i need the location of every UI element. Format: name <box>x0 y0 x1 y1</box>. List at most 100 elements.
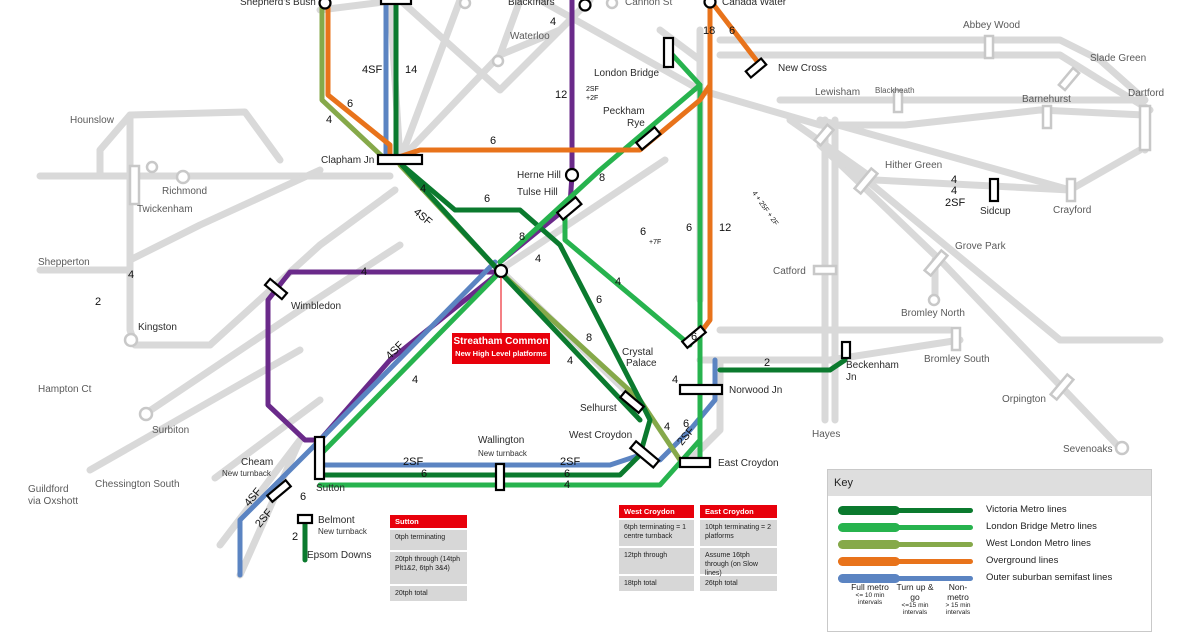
station-marker[interactable] <box>1041 104 1053 130</box>
station-marker[interactable] <box>852 166 880 196</box>
key-label: Victoria Metro lines <box>986 504 1067 515</box>
station-marker[interactable] <box>175 169 191 185</box>
station-marker[interactable] <box>618 389 646 415</box>
station-marker[interactable] <box>1114 440 1130 456</box>
key-item-outer-suburban: Outer suburban semifast lines <box>828 572 1148 590</box>
station-label: Selhurst <box>580 403 617 414</box>
station-marker[interactable] <box>491 54 505 68</box>
station-marker[interactable] <box>812 264 838 276</box>
station-marker[interactable] <box>680 324 708 350</box>
info-box-header: East Croydon <box>700 505 777 518</box>
station-marker[interactable] <box>1138 104 1152 152</box>
station-label: Tulse Hill <box>517 187 558 198</box>
station-marker[interactable] <box>950 326 962 352</box>
key-column-sub: <=15 min intervals <box>901 602 929 616</box>
station-marker[interactable] <box>678 456 712 469</box>
station-marker[interactable] <box>927 293 941 307</box>
station-marker[interactable] <box>840 340 852 360</box>
station-marker[interactable] <box>494 462 506 492</box>
london-bridge-metro-line <box>317 47 703 488</box>
station-marker[interactable] <box>578 0 592 12</box>
info-box-row: 12tph through <box>619 548 694 574</box>
station-marker[interactable] <box>703 0 717 9</box>
key-swatch <box>838 574 973 583</box>
frequency-label: 6 <box>564 468 570 480</box>
key-swatch <box>838 557 973 566</box>
station-label: Hayes <box>812 429 840 440</box>
frequency-label: 4 <box>535 253 541 265</box>
frequency-label: 2 <box>95 296 101 308</box>
station-label: Sevenoaks <box>1063 444 1112 455</box>
station-marker[interactable] <box>988 177 1000 203</box>
station-marker[interactable] <box>744 56 768 80</box>
station-marker[interactable] <box>662 36 675 69</box>
station-marker[interactable] <box>1065 177 1077 203</box>
turnback-note: New turnback <box>222 469 272 478</box>
key-column-title: Full metro <box>851 582 889 592</box>
station-marker[interactable] <box>313 435 326 481</box>
frequency-label: 4 <box>664 421 670 433</box>
station-label: Bromley North <box>901 308 965 319</box>
key-column-full-metro: Full metro <= 10 min intervals <box>850 582 890 606</box>
info-box-header: Sutton <box>390 515 467 528</box>
station-marker[interactable] <box>1048 372 1076 402</box>
station-marker[interactable] <box>263 277 289 301</box>
station-label-beckenham: Beckenham <box>846 360 899 371</box>
station-marker[interactable] <box>376 153 424 166</box>
frequency-label: 4 <box>951 174 957 186</box>
station-marker[interactable] <box>812 123 836 147</box>
station-marker[interactable] <box>145 160 159 174</box>
frequency-label: 4 + 25F + 2F <box>750 190 779 227</box>
station-label: Bromley South <box>924 354 990 365</box>
key-title: Key <box>828 470 1151 496</box>
station-label: Lewisham <box>815 87 860 98</box>
station-marker[interactable] <box>458 0 472 10</box>
station-marker[interactable] <box>628 439 661 470</box>
key-column-non-metro: Non-metro > 15 min intervals <box>938 582 978 616</box>
station-marker[interactable] <box>379 0 413 6</box>
station-label: Shepperton <box>38 257 90 268</box>
frequency-label-7f: +7F <box>649 239 661 246</box>
station-marker[interactable] <box>892 88 904 114</box>
key-label: Outer suburban semifast lines <box>986 572 1113 583</box>
station-marker[interactable] <box>265 478 293 504</box>
station-marker[interactable] <box>138 406 154 422</box>
station-marker[interactable] <box>318 0 332 10</box>
station-label: Chessington South <box>95 479 180 490</box>
station-marker[interactable] <box>564 167 580 183</box>
station-marker[interactable] <box>493 263 509 279</box>
station-label-crystal: Crystal <box>622 347 653 358</box>
station-marker[interactable] <box>1057 66 1081 92</box>
key-item-victoria: Victoria Metro lines <box>828 504 1148 522</box>
station-label: London Bridge <box>594 68 659 79</box>
frequency-label: 6 <box>640 226 646 238</box>
frequency-label: 4 <box>672 374 678 386</box>
frequency-label: 2SF <box>403 456 423 468</box>
info-box-row: 6tph terminating = 1 centre turnback <box>619 520 694 546</box>
station-label: Sidcup <box>980 206 1011 217</box>
station-marker[interactable] <box>983 34 995 60</box>
station-marker[interactable] <box>678 383 724 396</box>
station-marker[interactable] <box>128 164 141 206</box>
station-marker[interactable] <box>922 248 950 278</box>
station-label: Cheam <box>241 457 273 468</box>
info-box-header: West Croydon <box>619 505 694 518</box>
frequency-label-2f: +2F <box>586 95 598 102</box>
station-marker[interactable] <box>296 513 314 525</box>
frequency-label: 8 <box>599 172 605 184</box>
key-column-title: Turn up & go <box>896 582 934 602</box>
key-item-west-london: West London Metro lines <box>828 538 1148 556</box>
station-marker[interactable] <box>123 332 139 348</box>
station-label: East Croydon <box>718 458 779 469</box>
key-label: West London Metro lines <box>986 538 1091 549</box>
frequency-label: 2 <box>764 357 770 369</box>
frequency-label: 4 <box>420 183 426 195</box>
station-marker[interactable] <box>605 0 619 10</box>
frequency-label: 12 <box>555 89 567 101</box>
station-label: Catford <box>773 266 806 277</box>
streatham-common-callout: Streatham Common New High Level platform… <box>452 333 550 364</box>
station-marker[interactable] <box>634 125 662 152</box>
station-marker[interactable] <box>555 195 583 222</box>
frequency-label: 6 <box>484 193 490 205</box>
